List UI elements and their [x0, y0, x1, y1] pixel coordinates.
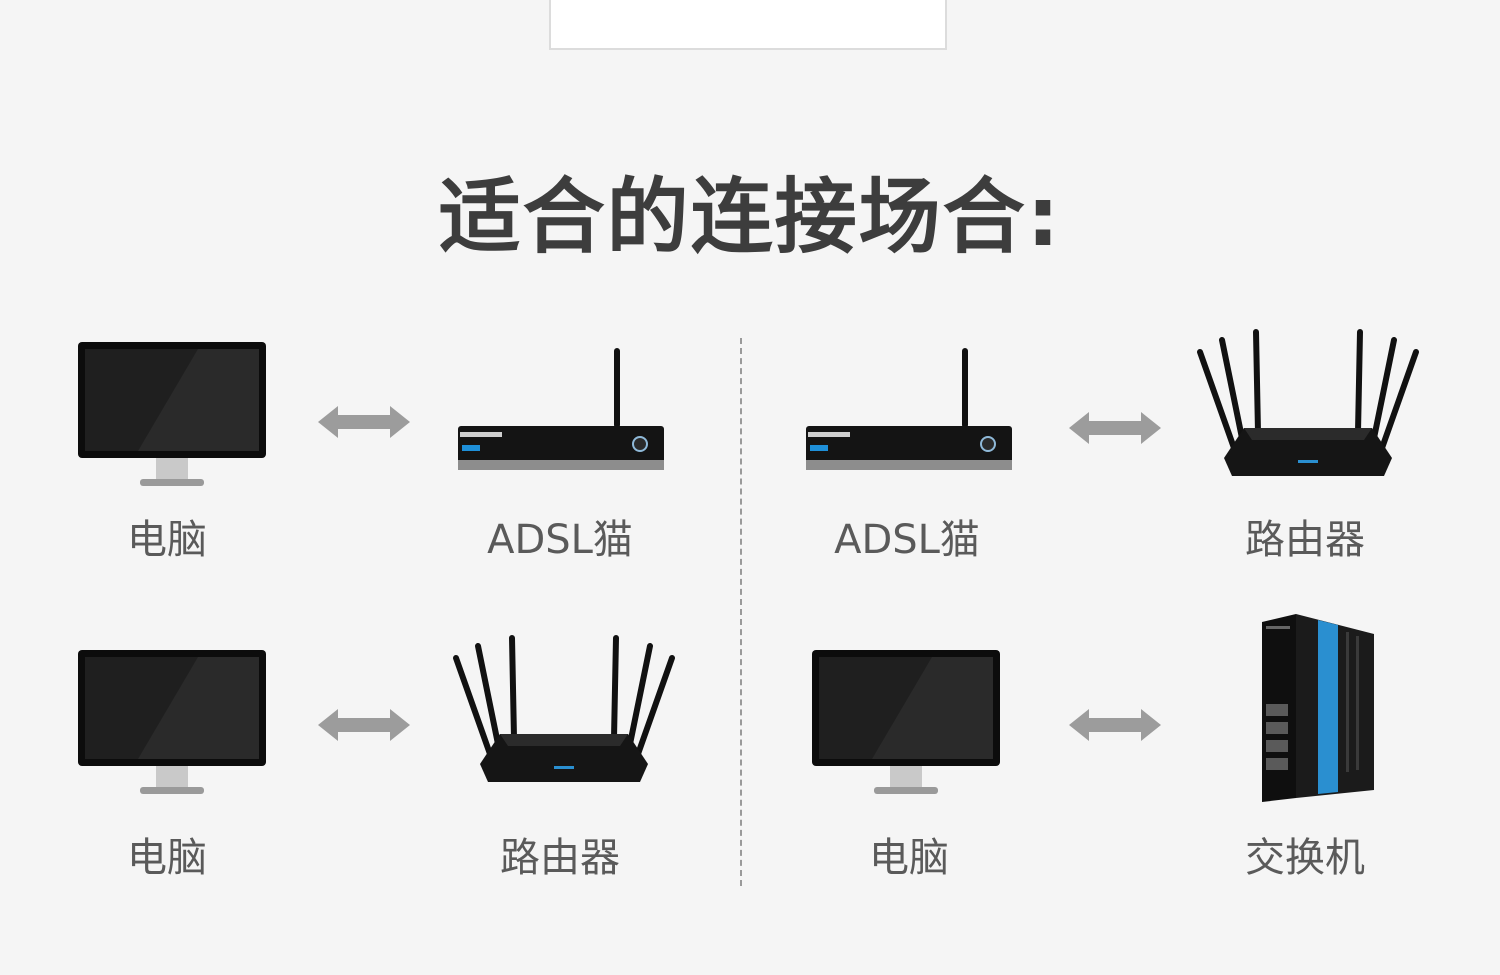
top-box [549, 0, 947, 50]
switch-icon [1256, 612, 1376, 804]
modem-icon [454, 348, 668, 478]
scenario-4-right-label: 交换机 [1245, 835, 1365, 881]
modem-icon [802, 348, 1016, 478]
scenario-1-right-label: ADSL猫 [487, 517, 633, 563]
bidirectional-arrow-icon [1069, 709, 1161, 741]
monitor-icon [812, 650, 1000, 798]
scenario-4-left-label: 电脑 [869, 835, 949, 881]
page-title: 适合的连接场合: [438, 170, 1062, 265]
scenario-1-left-label: 电脑 [127, 517, 207, 563]
monitor-icon [78, 342, 266, 490]
bidirectional-arrow-icon [318, 709, 410, 741]
bidirectional-arrow-icon [1069, 412, 1161, 444]
router-icon [450, 634, 678, 794]
monitor-icon [78, 650, 266, 798]
scenario-3-right-label: 路由器 [500, 835, 620, 881]
router-icon [1194, 328, 1422, 488]
bidirectional-arrow-icon [318, 406, 410, 438]
scenario-2-right-label: 路由器 [1245, 517, 1365, 563]
center-divider [740, 338, 742, 886]
scenario-2-left-label: ADSL猫 [834, 517, 980, 563]
scenario-3-left-label: 电脑 [127, 835, 207, 881]
